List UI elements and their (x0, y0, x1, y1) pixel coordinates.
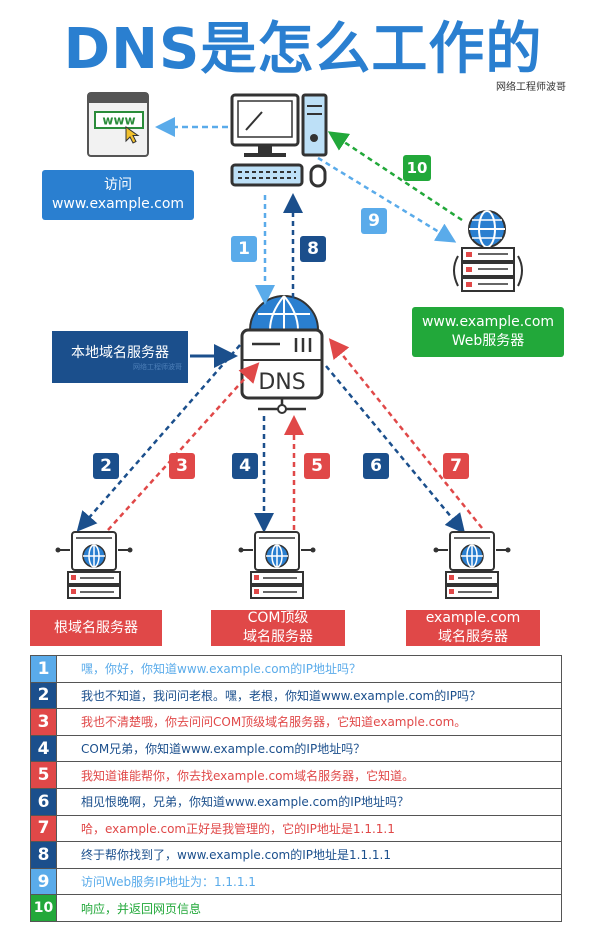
step-number: 4 (31, 735, 57, 762)
badge-7: 7 (443, 453, 469, 479)
step-row: 8 终于帮你找到了，www.example.com的IP地址是1.1.1.1 (31, 842, 561, 869)
example-server-icon (433, 531, 511, 599)
badge-2: 2 (93, 453, 119, 479)
step-row: 3 我也不清楚哦，你去问问COM顶级域名服务器，它知道example.com。 (31, 709, 561, 736)
step-number: 10 (31, 895, 57, 921)
step-row: 4 COM兄弟，你知道www.example.com的IP地址吗？ (31, 735, 561, 763)
badge-3: 3 (169, 453, 195, 479)
step-row: 7 哈，example.com正好是我管理的，它的IP地址是1.1.1.1 (31, 815, 561, 843)
diagram-canvas: www (55, 92, 523, 599)
badge-6: 6 (363, 453, 389, 479)
root-dns-label: 根域名服务器 (30, 610, 162, 646)
step-number: 2 (31, 682, 57, 709)
step-text: 响应，并返回网页信息 (81, 901, 202, 916)
step-number: 9 (31, 868, 57, 895)
dns-server-icon: DNS (240, 295, 324, 414)
root-server-icon (55, 531, 133, 599)
badge-9: 9 (361, 208, 387, 234)
page-title: DNS是怎么工作的 (63, 17, 543, 82)
step-row: 6 相见恨晚啊，兄弟，你知道www.example.com的IP地址吗？ (31, 788, 561, 816)
badge-5: 5 (304, 453, 330, 479)
step-number: 7 (31, 815, 57, 842)
step-text: 哈，example.com正好是我管理的，它的IP地址是1.1.1.1 (81, 821, 395, 836)
step-row: 9 访问Web服务IP地址为：1.1.1.1 (31, 868, 561, 896)
badge-8: 8 (300, 236, 326, 262)
badge-4: 4 (232, 453, 258, 479)
step-number: 1 (31, 656, 57, 682)
step-text: COM兄弟，你知道www.example.com的IP地址吗？ (81, 742, 366, 757)
step-text: 我知道谁能帮你，你去找example.com域名服务器，它知道。 (81, 768, 415, 783)
step-row: 2 我也不知道，我问问老根。嘿，老根，你知道www.example.com的IP吗… (31, 682, 561, 710)
step-text: 我也不清楚哦，你去问问COM顶级域名服务器，它知道example.com。 (81, 715, 467, 730)
web-server-icon (453, 210, 523, 292)
step-row: 5 我知道谁能帮你，你去找example.com域名服务器，它知道。 (31, 762, 561, 789)
watermark: 网络工程师波哥 (496, 82, 566, 93)
step-text: 终于帮你找到了，www.example.com的IP地址是1.1.1.1 (81, 848, 392, 863)
step-number: 3 (31, 709, 57, 735)
local-dns-label: 本地域名服务器 网络工程师波哥 (52, 331, 188, 383)
step-text: 我也不知道，我问问老根。嘿，老根，你知道www.example.com的IP吗？ (81, 688, 482, 703)
badge-1: 1 (231, 236, 257, 262)
browser-window-icon: www (87, 92, 149, 157)
step-text: 嘿，你好，你知道www.example.com的IP地址吗？ (81, 662, 362, 677)
step-row: 10 响应，并返回网页信息 (31, 895, 561, 921)
step-text: 相见恨晚啊，兄弟，你知道www.example.com的IP地址吗？ (81, 795, 410, 810)
svg-text:DNS: DNS (258, 370, 305, 395)
com-dns-label: COM顶级域名服务器 (211, 610, 345, 646)
steps-table: 1 嘿，你好，你知道www.example.com的IP地址吗？ 2 我也不知道，我… (30, 655, 562, 922)
step-text: 访问Web服务IP地址为：1.1.1.1 (81, 875, 256, 890)
badge-10: 10 (403, 155, 431, 181)
com-server-icon (238, 531, 316, 599)
step-row: 1 嘿，你好，你知道www.example.com的IP地址吗？ (31, 656, 561, 683)
svg-text:www: www (102, 114, 135, 128)
step-number: 6 (31, 788, 57, 815)
step-number: 8 (31, 842, 57, 868)
computer-icon (230, 93, 328, 188)
step-number: 5 (31, 762, 57, 788)
